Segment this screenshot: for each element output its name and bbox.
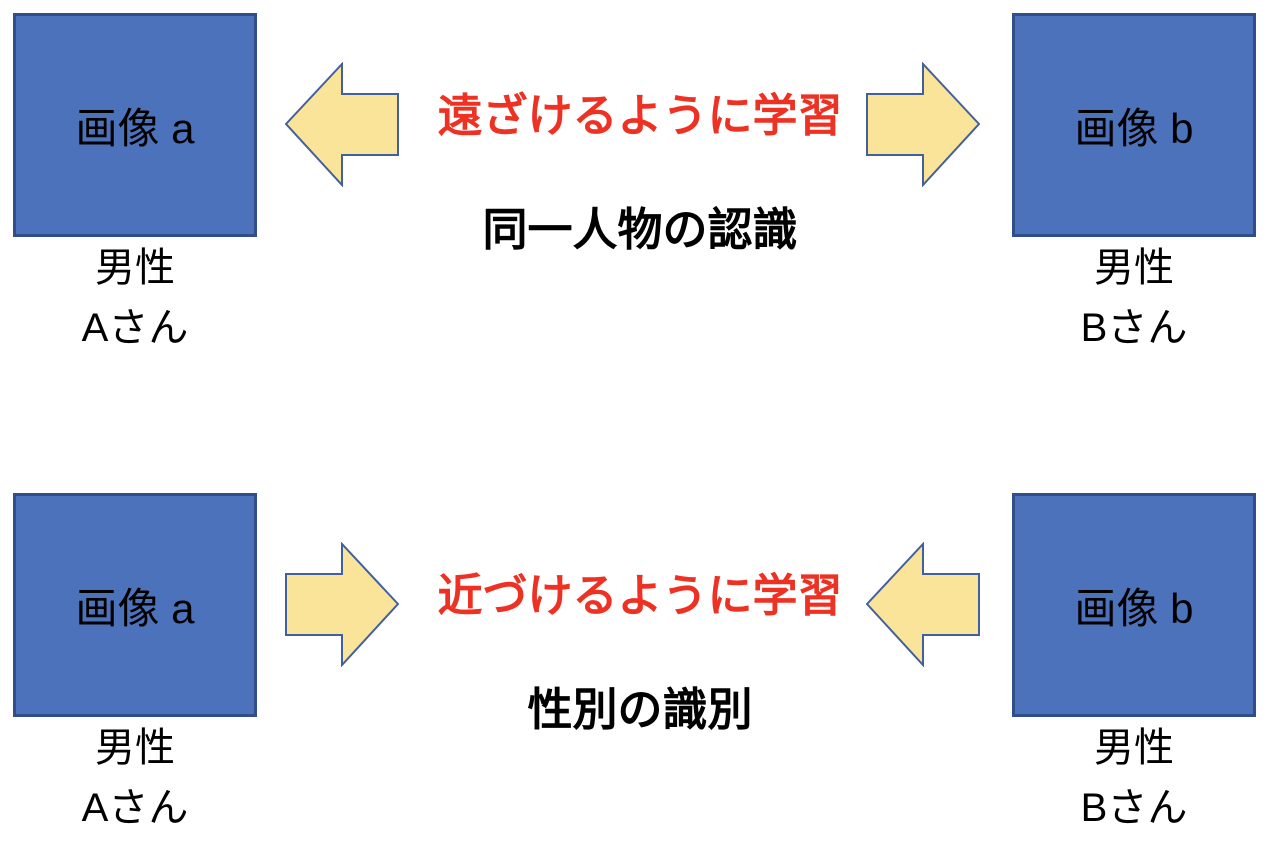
image-a-captions: 男性 Aさん: [13, 238, 257, 358]
arrow-left-icon: [285, 62, 399, 187]
gender-caption: 男性: [95, 726, 175, 770]
person-caption: Bさん: [1080, 786, 1188, 830]
image-b-captions: 男性 Bさん: [1012, 238, 1256, 358]
image-a-box: 画像 a: [13, 13, 257, 237]
image-a-label: 画像 a: [75, 584, 195, 632]
learning-instruction-text: 遠ざけるように学習: [437, 90, 843, 141]
image-a-label: 画像 a: [75, 104, 195, 152]
arrow-left-icon: [866, 542, 980, 667]
gender-caption: 男性: [1094, 726, 1174, 770]
arrow-right-icon: [285, 542, 399, 667]
diagram-row-same-person: 画像 a 遠ざけるように学習 同一人物の認識 画像 b 男性 Aさん 男性 Bさ…: [0, 0, 1268, 420]
gender-caption: 男性: [1094, 246, 1174, 290]
image-b-box: 画像 b: [1012, 13, 1256, 237]
task-title: 性別の識別: [527, 684, 753, 735]
image-a-box: 画像 a: [13, 493, 257, 717]
person-caption: Bさん: [1080, 306, 1188, 350]
person-caption: Aさん: [81, 786, 189, 830]
arrow-right-icon: [866, 62, 980, 187]
image-b-captions: 男性 Bさん: [1012, 718, 1256, 838]
image-b-box: 画像 b: [1012, 493, 1256, 717]
diagram-row-gender: 画像 a 近づけるように学習 性別の識別 画像 b 男性 Aさん 男性 Bさん: [0, 480, 1268, 842]
image-b-label: 画像 b: [1074, 104, 1194, 152]
person-caption: Aさん: [81, 306, 189, 350]
gender-caption: 男性: [95, 246, 175, 290]
image-a-captions: 男性 Aさん: [13, 718, 257, 838]
image-b-label: 画像 b: [1074, 584, 1194, 632]
task-title: 同一人物の認識: [482, 204, 798, 255]
learning-instruction-text: 近づけるように学習: [437, 570, 843, 621]
